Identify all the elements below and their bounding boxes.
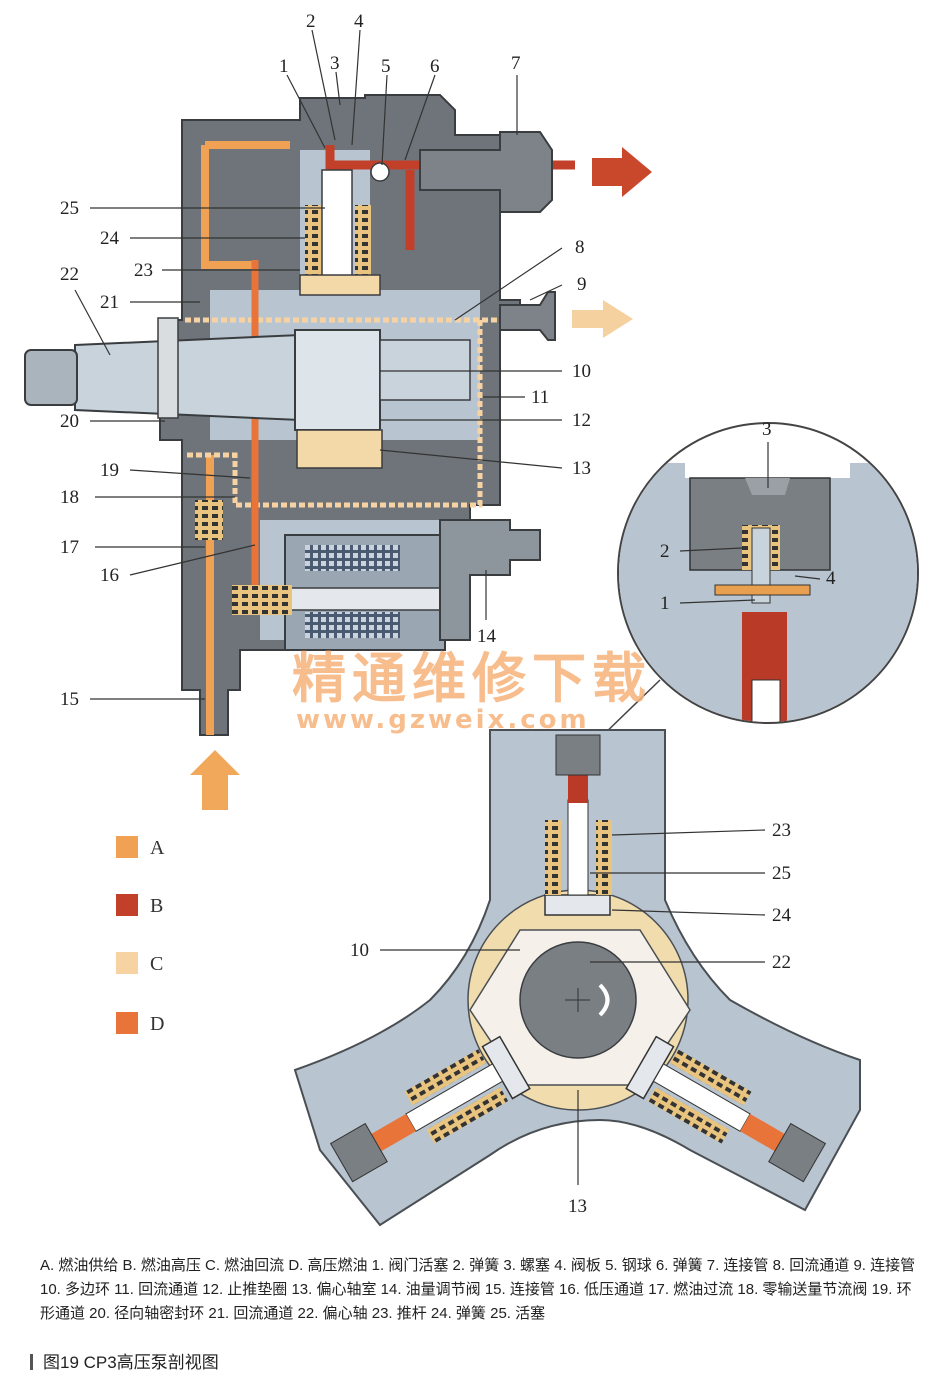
legend: A B C D	[116, 836, 165, 1035]
figure-title: 图19 CP3高压泵剖视图	[43, 1353, 219, 1372]
legend-item-a: A	[116, 836, 165, 859]
legend-item-c: C	[116, 952, 163, 975]
supply-in-arrow	[190, 750, 240, 810]
callout-15: 15	[60, 689, 79, 710]
callout-25: 25	[60, 198, 79, 219]
legend-item-d: D	[116, 1012, 164, 1035]
top-spring-right	[596, 820, 612, 895]
return-passage	[185, 317, 540, 508]
figure-caption: A. 燃油供给 B. 燃油高压 C. 燃油回流 D. 高压燃油 1. 阀门活塞 …	[40, 1257, 916, 1322]
solenoid-coil-bottom	[305, 612, 400, 638]
callout-4: 4	[354, 11, 364, 32]
callout-14: 14	[477, 626, 497, 647]
eccentric-chamber	[296, 429, 383, 469]
detail-callout-3: 3	[762, 419, 772, 440]
callout-9: 9	[577, 274, 587, 295]
overflow-valve-spring	[195, 500, 223, 540]
bottom-callout-22: 22	[772, 952, 791, 973]
callout-7: 7	[511, 53, 521, 74]
bottom-callout-13: 13	[568, 1196, 587, 1217]
callout-17: 17	[60, 537, 79, 558]
figure-title-row: 图19 CP3高压泵剖视图	[30, 1348, 219, 1373]
outlet-connector	[419, 131, 553, 213]
metering-valve-spring	[232, 585, 292, 615]
callout-12: 12	[572, 410, 591, 431]
piston-spring-right	[355, 205, 371, 275]
svg-text:B: B	[150, 895, 163, 917]
callout-5: 5	[381, 56, 391, 77]
polygon-ring	[294, 329, 381, 431]
left-spring-top	[404, 1049, 487, 1106]
return-out-arrow	[572, 300, 633, 338]
callout-16: 16	[100, 565, 119, 586]
metering-valve-plunger	[269, 587, 446, 611]
drive-shaft	[74, 333, 301, 422]
top-valve-head	[555, 734, 601, 776]
leader-lines	[74, 29, 563, 700]
watermark: 精通维修下载 www.gzweix.com	[292, 647, 652, 735]
detail-valve-piston	[751, 527, 771, 604]
right-spring-bottom	[647, 1087, 730, 1144]
svg-text:A: A	[150, 837, 165, 859]
svg-text:D: D	[150, 1013, 164, 1035]
bottom-callout-10: 10	[350, 940, 369, 961]
detail-valve-plate	[714, 584, 811, 596]
top-tappet	[544, 894, 611, 916]
right-spring-top	[669, 1049, 752, 1106]
solenoid-coil-top	[305, 545, 400, 571]
bottom-callout-23: 23	[772, 820, 791, 841]
left-piston	[405, 1063, 504, 1132]
detail-callout-1: 1	[660, 593, 670, 614]
legend-item-b: B	[116, 894, 163, 917]
callout-18: 18	[60, 487, 79, 508]
shaft-knurl	[24, 349, 78, 406]
detail-callout-2: 2	[660, 541, 670, 562]
shaft-seal	[157, 317, 179, 419]
callout-13: 13	[572, 458, 591, 479]
callout-22: 22	[60, 264, 79, 285]
left-spring-bottom	[426, 1087, 509, 1144]
callout-11: 11	[531, 387, 549, 408]
electrical-connector	[439, 519, 541, 641]
right-piston	[652, 1063, 751, 1132]
bottom-section-view: 23 25 24 10 22 13	[293, 729, 861, 1227]
top-spring-left	[545, 820, 561, 895]
detail-callout-4: 4	[826, 568, 836, 589]
watermark-cn: 精通维修下载	[292, 647, 652, 710]
title-bar	[30, 1354, 33, 1370]
main-section-view: 1 2 3 4 5 6 7 8 9 10 11 12 13 14 15 16 1…	[24, 11, 652, 810]
piston-spring-left	[305, 205, 321, 275]
callout-3: 3	[330, 53, 340, 74]
left-valve-head	[329, 1122, 388, 1183]
callout-8: 8	[575, 237, 585, 258]
callout-23: 23	[134, 260, 153, 281]
top-piston	[567, 799, 589, 896]
piston	[321, 169, 353, 281]
bottom-callout-25: 25	[772, 863, 791, 884]
svg-text:C: C	[150, 953, 163, 975]
return-connector	[499, 291, 556, 341]
callout-19: 19	[100, 460, 119, 481]
callout-numbers-main: 1 2 3 4 5 6 7 8 9 10 11 12 13 14 15 16 1…	[60, 11, 591, 710]
callout-1: 1	[279, 56, 289, 77]
detail-view: 3 2 4 1	[597, 419, 919, 741]
right-valve-head	[768, 1122, 827, 1183]
callout-20: 20	[60, 411, 79, 432]
high-pressure-out-arrow	[592, 147, 652, 197]
tappet	[299, 274, 381, 296]
bottom-callout-24: 24	[772, 905, 792, 926]
callout-21: 21	[100, 292, 119, 313]
callout-2: 2	[306, 11, 316, 32]
cp3-pump-diagram: 1 2 3 4 5 6 7 8 9 10 11 12 13 14 15 16 1…	[24, 11, 919, 1227]
callout-24: 24	[100, 228, 120, 249]
steel-ball	[370, 162, 390, 182]
callout-10: 10	[572, 361, 591, 382]
callout-6: 6	[430, 56, 440, 77]
